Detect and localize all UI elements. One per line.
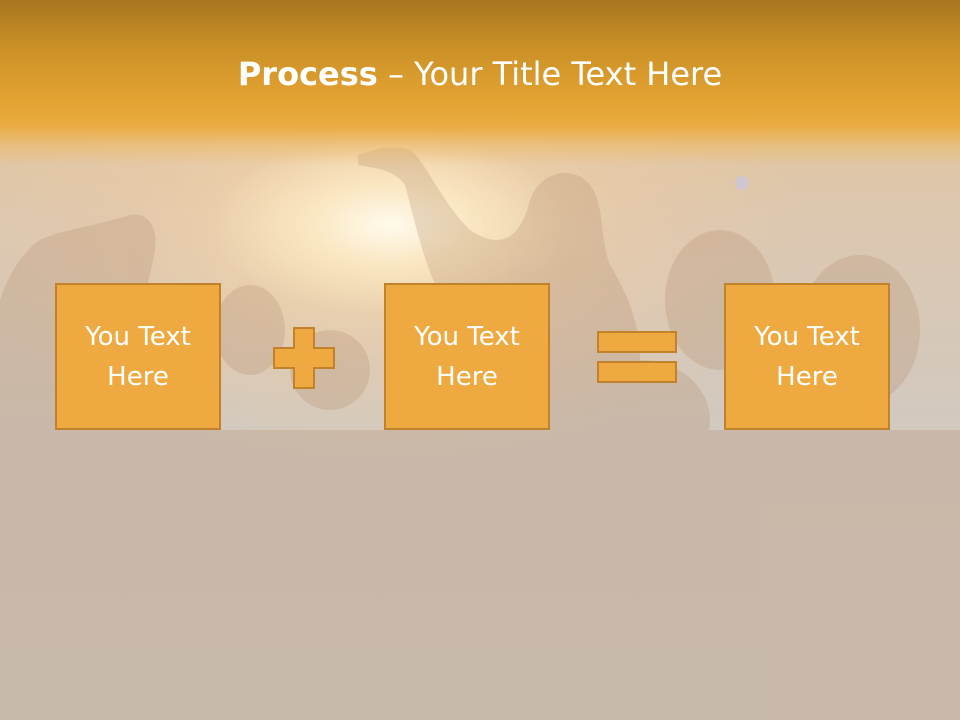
process-box-2-line2: Here xyxy=(436,361,498,392)
process-box-3[interactable]: You Text Here xyxy=(724,283,890,430)
process-box-1-line1: You Text xyxy=(85,321,191,352)
slide-title: Process – Your Title Text Here xyxy=(0,52,960,96)
process-box-2[interactable]: You Text Here xyxy=(384,283,550,430)
equals-icon xyxy=(597,331,677,383)
process-box-3-line2: Here xyxy=(776,361,838,392)
title-rest-part: – Your Title Text Here xyxy=(377,55,723,93)
title-bold-part: Process xyxy=(237,55,378,93)
process-box-3-line1: You Text xyxy=(754,321,860,352)
process-box-1[interactable]: You Text Here xyxy=(55,283,221,430)
process-box-2-line1: You Text xyxy=(414,321,520,352)
title-band xyxy=(0,0,960,165)
plus-icon xyxy=(273,327,335,389)
process-box-1-line2: Here xyxy=(107,361,169,392)
